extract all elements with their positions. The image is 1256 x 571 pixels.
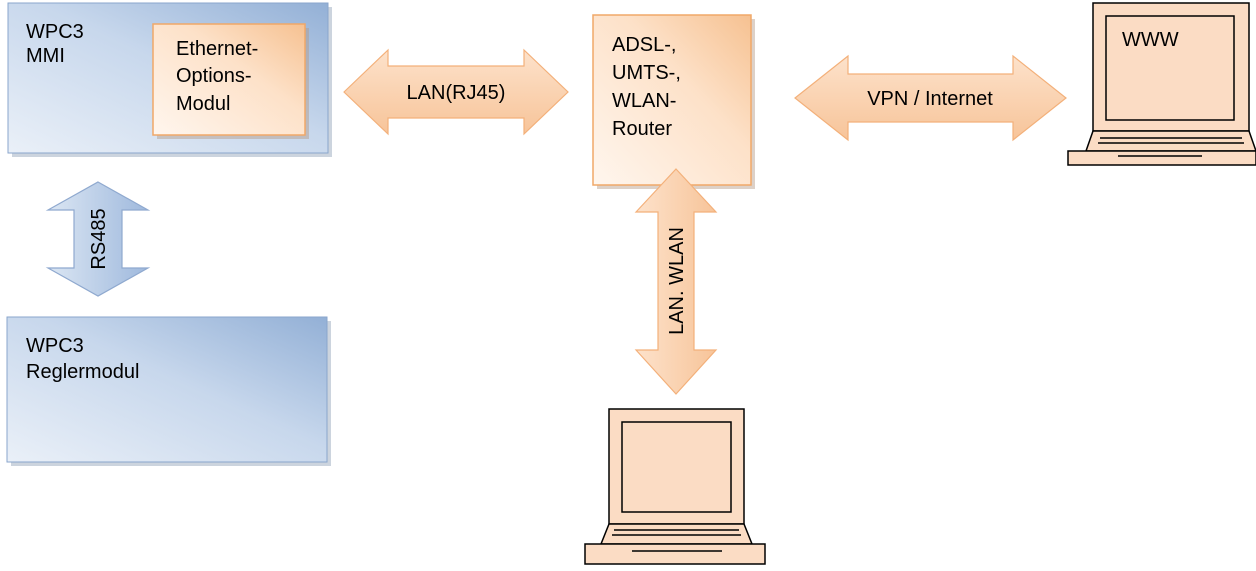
ethernet-options-module-box: Ethernet- Options- Modul: [152, 23, 309, 139]
ethernet-label-line2: Options-: [176, 65, 252, 87]
laptop-icon: [584, 408, 766, 565]
wpc3-reglermodul-box: WPC3 Reglermodul: [6, 316, 331, 466]
regler-label-line1: WPC3: [26, 335, 84, 357]
router-label-line2: UMTS-,: [612, 62, 681, 84]
lan-rj45-label: LAN(RJ45): [407, 82, 506, 104]
router-label-line4: Router: [612, 118, 672, 140]
ethernet-label-line1: Ethernet-: [176, 38, 258, 60]
vpn-internet-label: VPN / Internet: [867, 88, 993, 110]
rs485-label: RS485: [88, 208, 110, 269]
router-label-line3: WLAN-: [612, 90, 676, 112]
lan-wlan-arrow: LAN. WLAN: [634, 168, 718, 395]
mmi-label-line2: MMI: [26, 45, 65, 67]
www-screen-label: WWW: [1122, 29, 1179, 51]
regler-label-line2: Reglermodul: [26, 361, 139, 383]
lan-wlan-label: LAN. WLAN: [666, 227, 688, 335]
router-label-line1: ADSL-,: [612, 34, 676, 56]
router-box: ADSL-, UMTS-, WLAN- Router: [592, 14, 755, 189]
mmi-label-line1: WPC3: [26, 21, 84, 43]
lan-rj45-arrow: LAN(RJ45): [343, 48, 569, 136]
vpn-internet-arrow: VPN / Internet: [794, 54, 1067, 142]
rs485-arrow: RS485: [45, 181, 151, 297]
laptop-icon: WWW: [1067, 2, 1256, 166]
ethernet-label-line3: Modul: [176, 93, 230, 115]
